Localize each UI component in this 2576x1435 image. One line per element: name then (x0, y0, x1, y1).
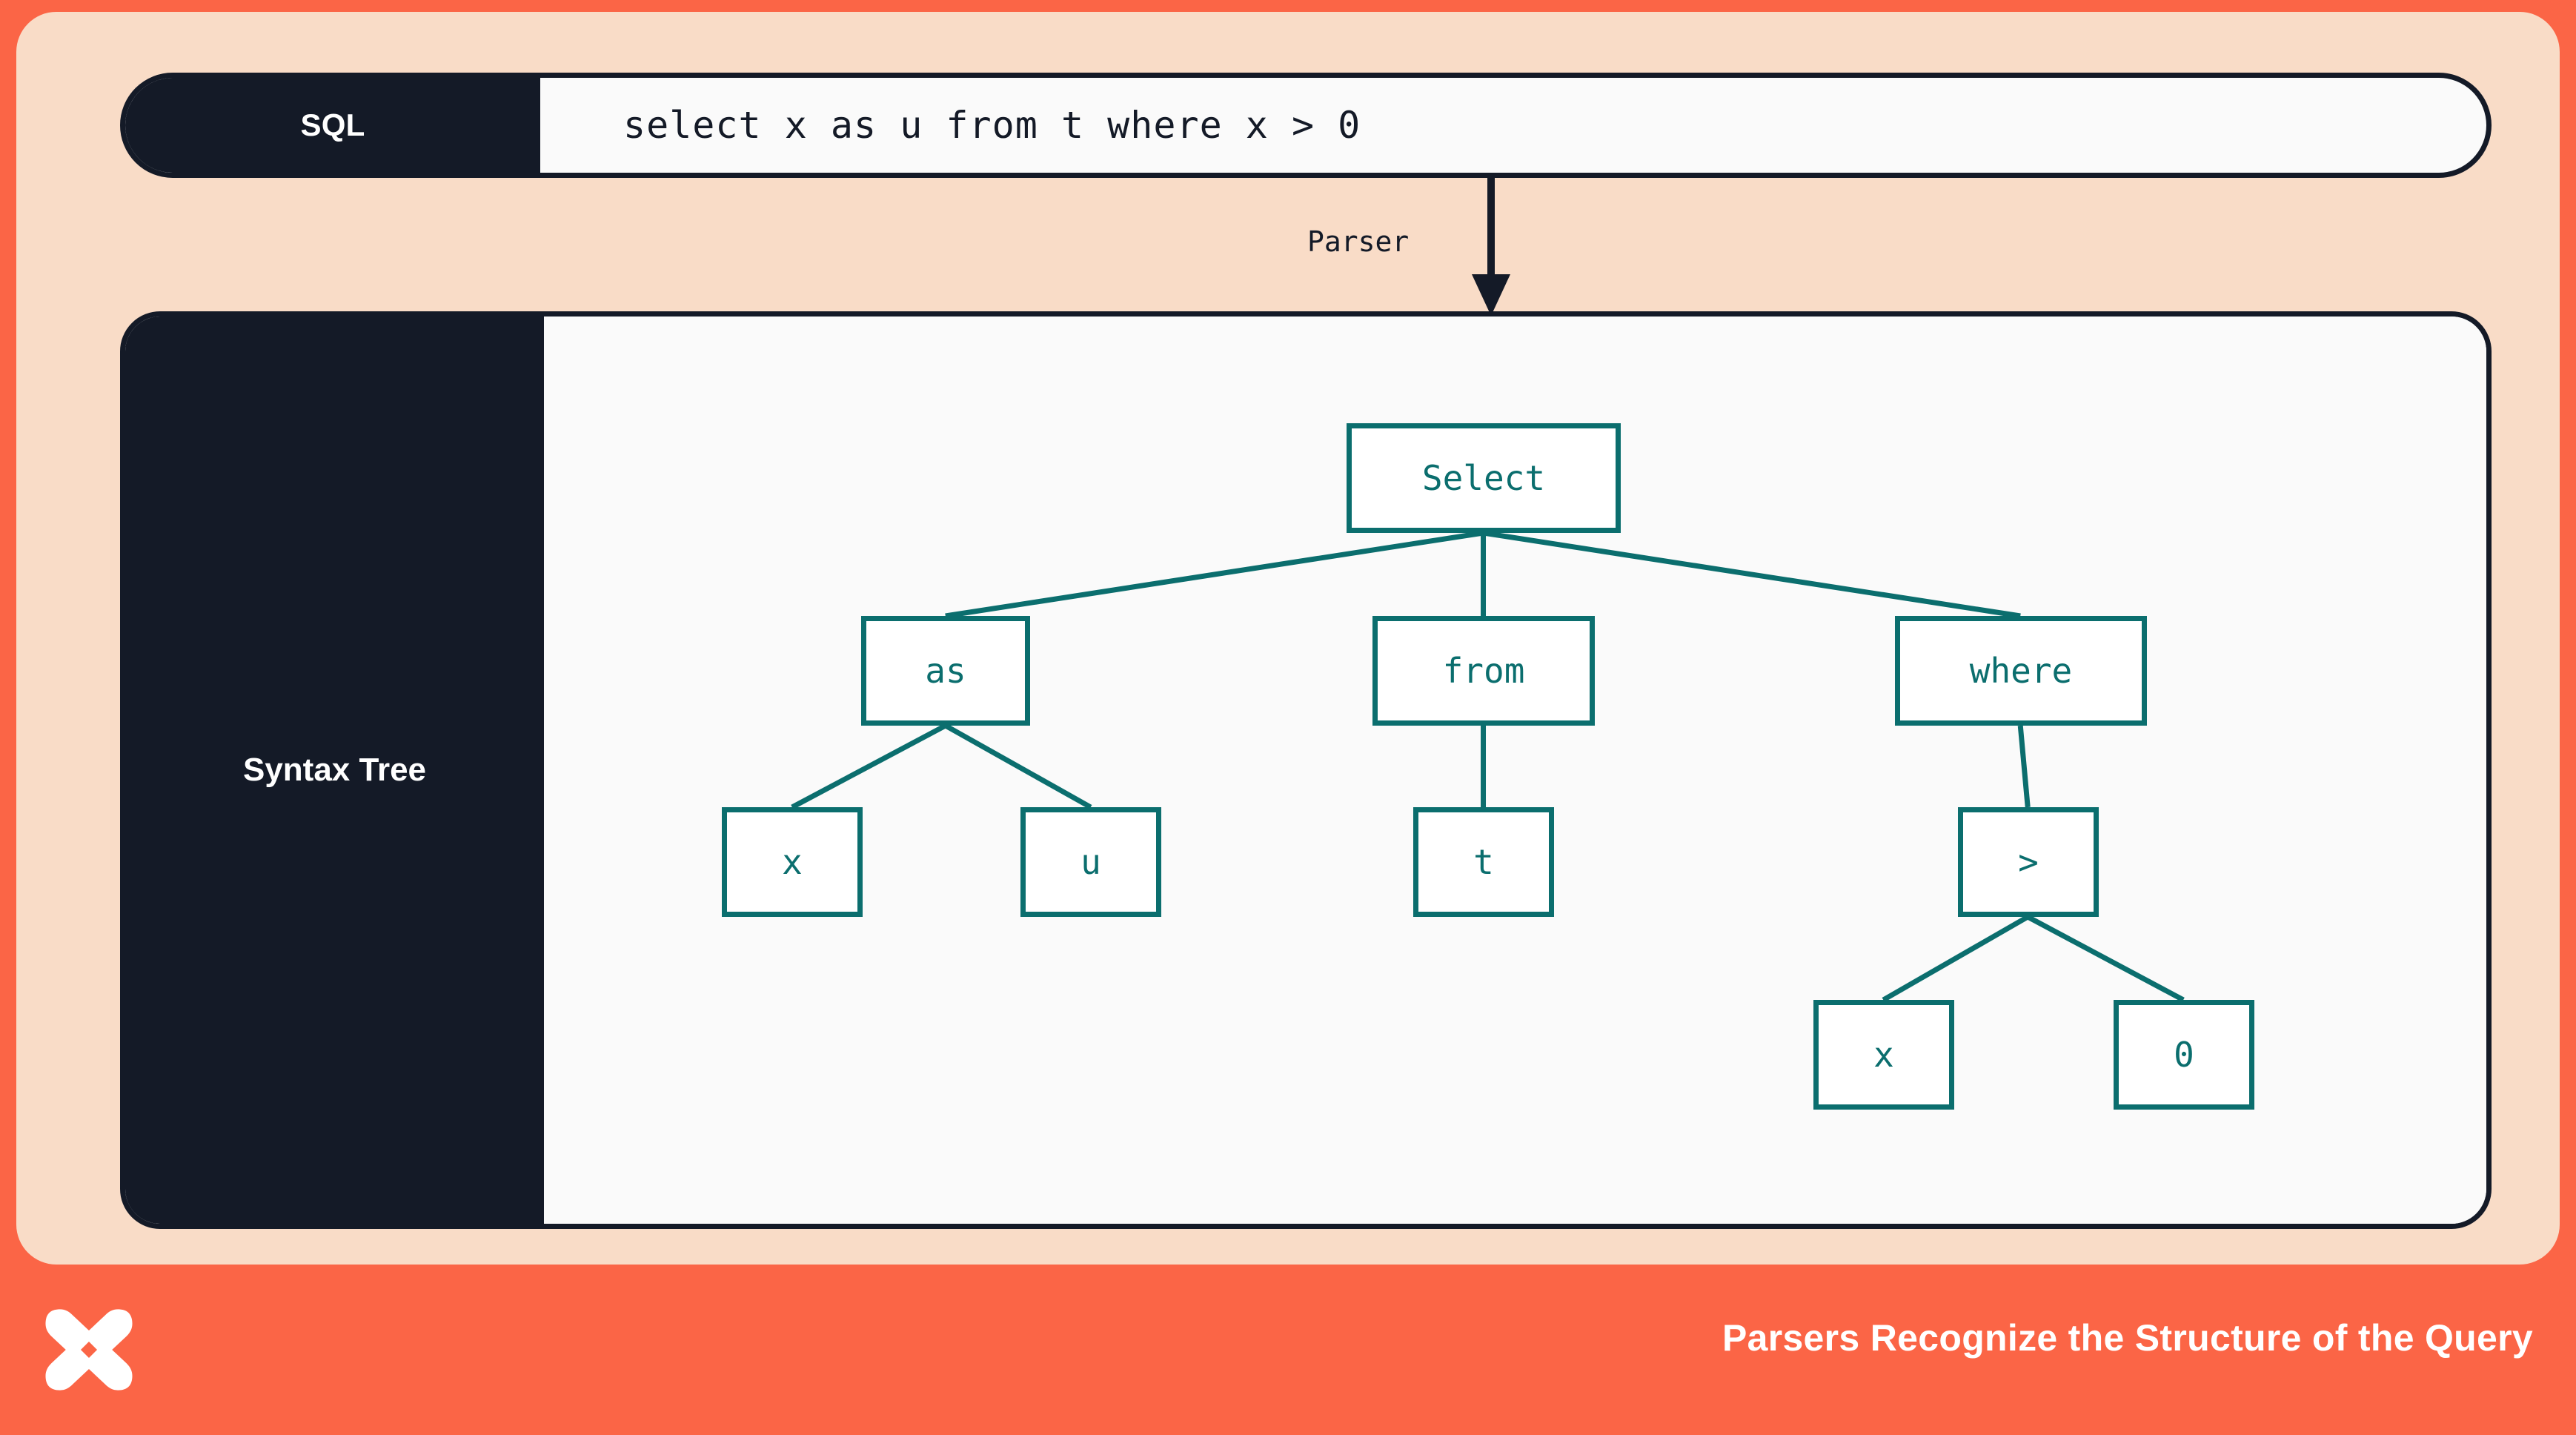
tree-edge (2017, 725, 2031, 808)
footer-bar: Parsers Recognize the Structure of the Q… (0, 1265, 2576, 1435)
tree-edge (1482, 530, 2021, 619)
tree-edge (1882, 914, 2029, 1003)
tree-edges (791, 530, 2185, 1003)
tree-edge (945, 530, 1484, 619)
tree-edge (791, 723, 947, 810)
tree-node-gt[interactable]: > (1958, 807, 2099, 917)
tree-edge (2026, 914, 2185, 1003)
tree-node-as[interactable]: as (861, 616, 1030, 726)
tree-node-select[interactable]: Select (1347, 423, 1621, 533)
tree-node-as_u[interactable]: u (1020, 807, 1161, 917)
tree-node-where[interactable]: where (1895, 616, 2147, 726)
tree-node-as_x[interactable]: x (722, 807, 863, 917)
content-card: SQL select x as u from t where x > 0 Par… (16, 12, 2560, 1265)
down-arrow-icon (1472, 176, 1510, 316)
tree-node-gt_x[interactable]: x (1813, 1000, 1954, 1110)
tree-node-from_t[interactable]: t (1413, 807, 1554, 917)
tree-edge (944, 723, 1092, 810)
sql-row-label: SQL (125, 78, 540, 173)
sql-query-text[interactable]: select x as u from t where x > 0 (623, 104, 1361, 147)
sql-input-row: SQL select x as u from t where x > 0 (120, 73, 2492, 178)
tree-node-from[interactable]: from (1372, 616, 1595, 726)
footer-caption: Parsers Recognize the Structure of the Q… (1722, 1317, 2533, 1359)
x-mark-logo-icon (45, 1309, 133, 1391)
parser-step-label: Parser (1307, 225, 1410, 258)
syntax-tree-label: Syntax Tree (125, 317, 544, 1224)
tree-node-gt_0[interactable]: 0 (2114, 1000, 2254, 1110)
